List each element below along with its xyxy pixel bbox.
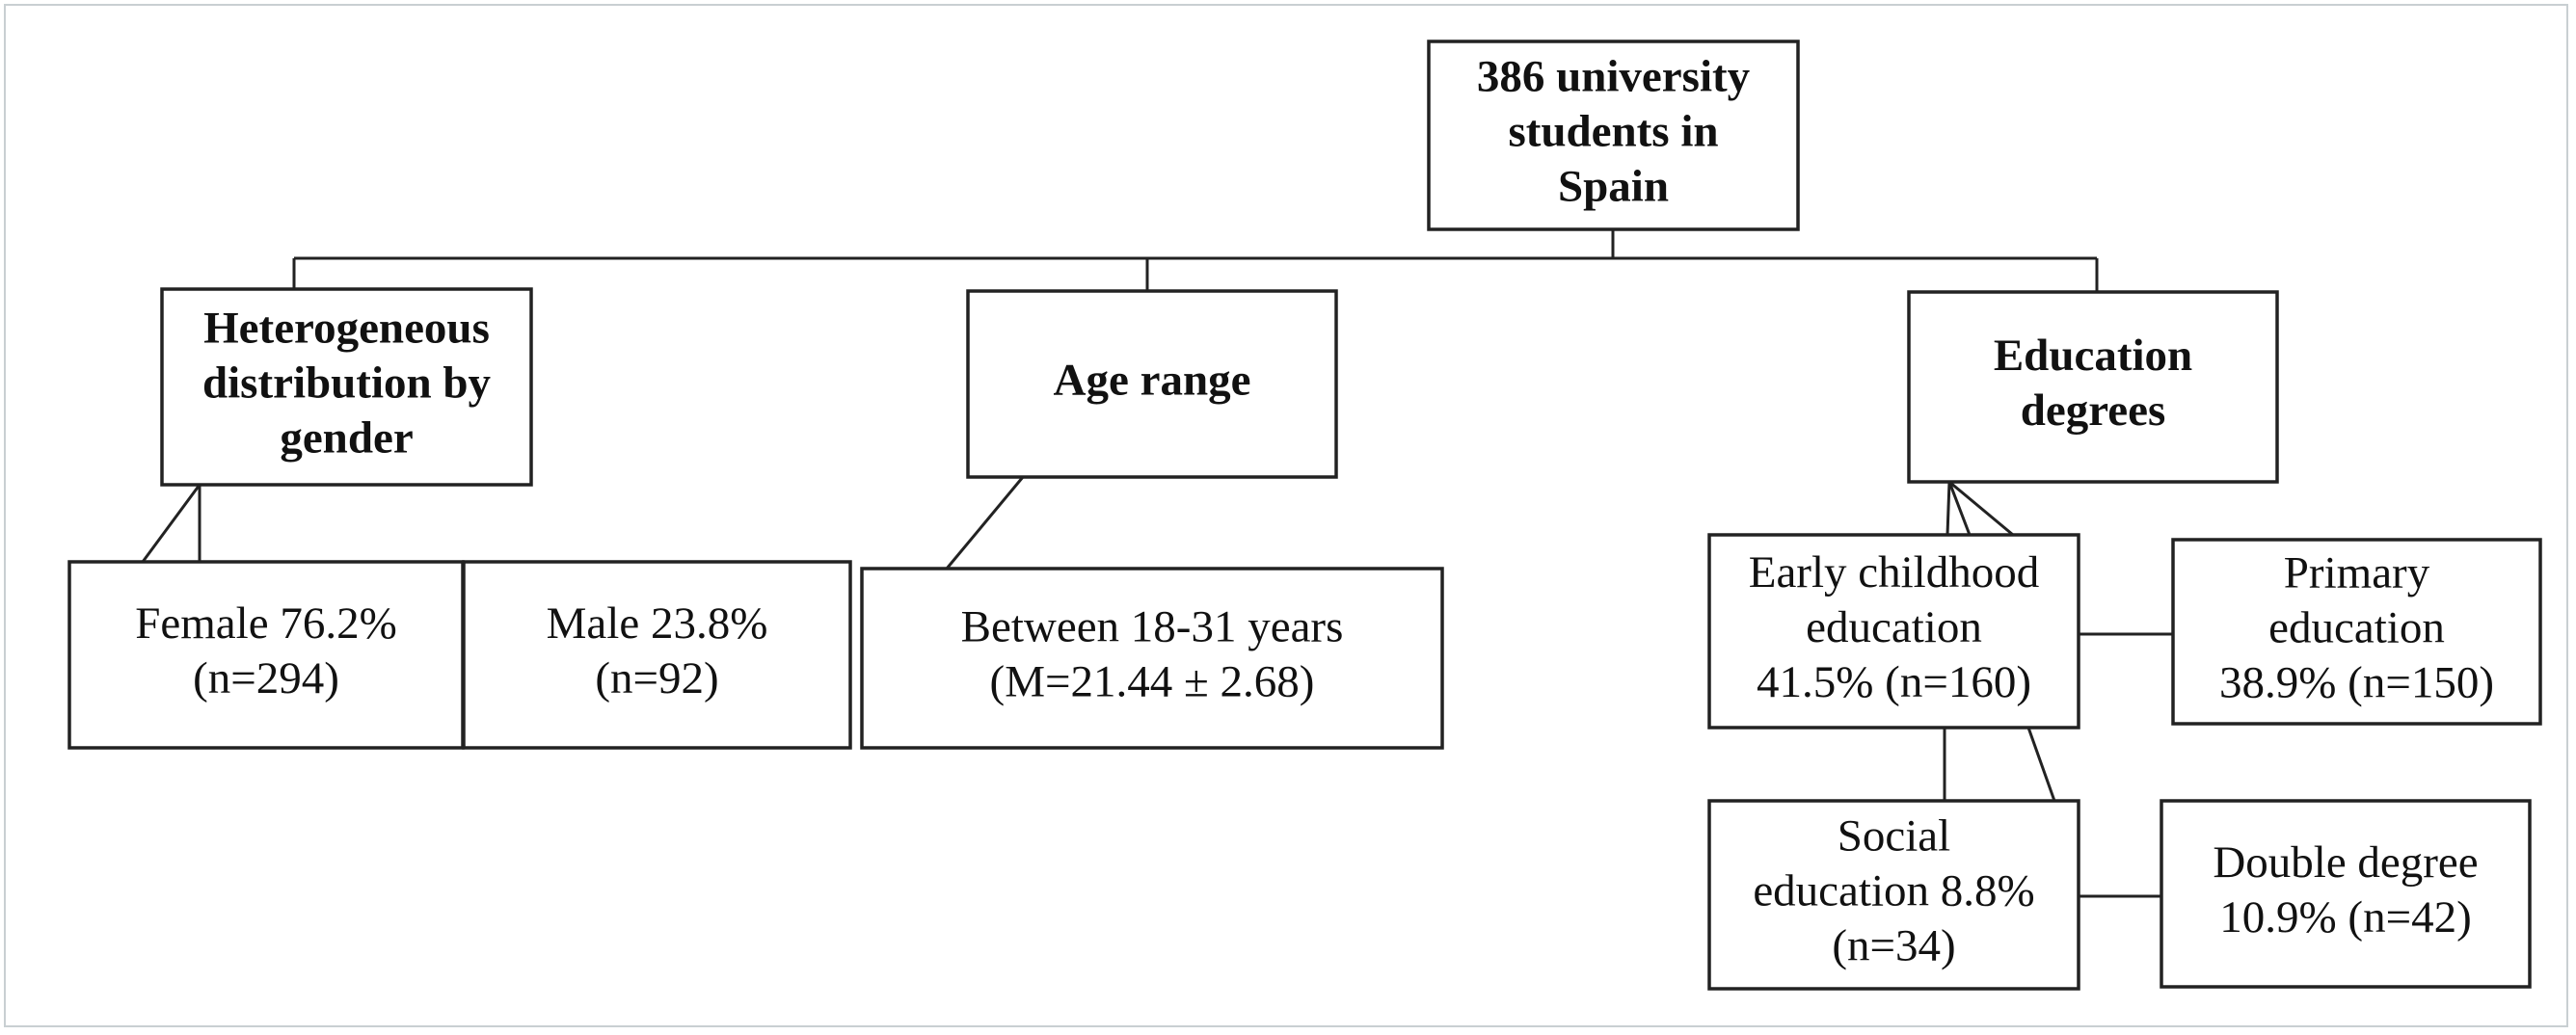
node-age_range: Age range	[966, 289, 1338, 479]
connector-gender-to-female-diagonal	[141, 484, 201, 563]
node-label-root-line-3: Spain	[1558, 161, 1669, 211]
node-male: Male 23.8%(n=92)	[462, 560, 852, 750]
node-label-female-line-2: (n=294)	[193, 653, 339, 703]
node-label-social-line-3: (n=34)	[1832, 920, 1955, 970]
connector-early-to-social-diagonal	[2026, 727, 2056, 802]
node-box-female	[67, 560, 465, 750]
node-box-gender	[160, 287, 533, 487]
node-label-gender-line-3: gender	[280, 412, 413, 463]
node-label-male-line-1: Male 23.8%	[547, 598, 768, 649]
node-box-education	[1907, 290, 2279, 484]
connector-age-to-value-diagonal	[945, 476, 1025, 570]
node-box-primary	[2171, 538, 2542, 726]
node-label-early_childhood-line-3: 41.5% (n=160)	[1757, 657, 2031, 707]
node-box-age_range	[966, 289, 1338, 479]
node-label-root-line-2: students in	[1508, 106, 1718, 156]
node-box-social	[1707, 799, 2080, 991]
node-label-primary-line-3: 38.9% (n=150)	[2219, 657, 2494, 707]
node-box-early_childhood	[1707, 533, 2080, 730]
node-label-social-line-2: education 8.8%	[1753, 865, 2034, 916]
node-label-gender-line-2: distribution by	[202, 358, 492, 408]
node-label-double_degree-line-1: Double degree	[2213, 837, 2478, 888]
node-age_value: Between 18-31 years(M=21.44 ± 2.68)	[860, 567, 1444, 750]
node-box-age_value	[860, 567, 1444, 750]
node-label-primary-line-1: Primary	[2284, 547, 2430, 597]
node-label-double_degree-line-2: 10.9% (n=42)	[2219, 892, 2471, 942]
node-label-early_childhood-line-2: education	[1806, 602, 1982, 652]
node-box-double_degree	[2160, 799, 2532, 989]
node-label-education-line-1: Education	[1994, 331, 2192, 381]
node-label-education-line-2: degrees	[2021, 385, 2166, 436]
node-label-social-line-1: Social	[1838, 810, 1950, 861]
connector-education-fan-2	[1947, 481, 1972, 536]
node-label-male-line-2: (n=92)	[595, 653, 718, 703]
node-label-root-line-1: 386 university	[1477, 51, 1751, 101]
node-label-primary-line-2: education	[2268, 602, 2445, 652]
node-label-age_range-line-1: Age range	[1054, 355, 1251, 405]
node-label-age_value-line-2: (M=21.44 ± 2.68)	[990, 656, 1315, 706]
node-label-early_childhood-line-1: Early childhood	[1749, 547, 2040, 597]
node-label-age_value-line-1: Between 18-31 years	[961, 601, 1344, 651]
node-box-male	[462, 560, 852, 750]
connector-education-fan-3	[1948, 480, 2014, 537]
node-label-gender-line-1: Heterogeneous	[203, 303, 490, 353]
node-box-root	[1427, 40, 1800, 231]
connector-layer	[141, 229, 2173, 898]
connector-education-fan-1	[1945, 481, 1951, 536]
node-label-female-line-1: Female 76.2%	[135, 598, 397, 649]
node-female: Female 76.2%(n=294)	[67, 560, 465, 750]
